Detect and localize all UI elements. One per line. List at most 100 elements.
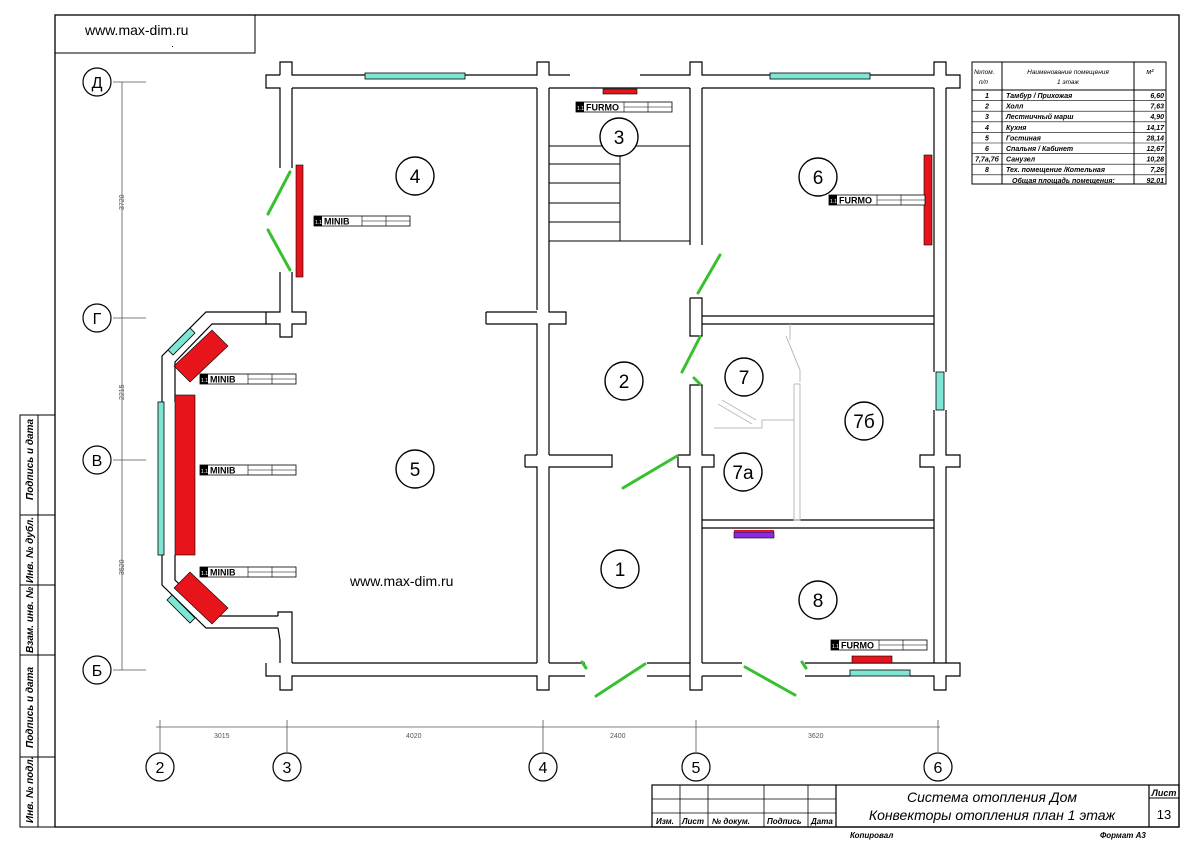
svg-text:1 этаж: 1 этаж [1057,79,1080,86]
title-block: Изм. Лист № докум. Подпись Дата Система … [651,784,1180,840]
room-circle-5 [395,449,435,489]
room-number: 6 [813,168,824,189]
convector-model: MINIB [210,466,236,476]
stamp-5: Инв. № подл. [25,757,36,823]
room-circle-10 [798,580,838,620]
th-num-1: №пом. [974,69,995,76]
total-value: 92,01 [1146,178,1164,185]
room-number: 5 [410,460,421,481]
radiator-living-top [173,329,229,383]
room-number: 1 [615,560,626,581]
title-line-2: Конвекторы отопления план 1 этаж [869,807,1117,823]
room-number: 7 [739,368,750,389]
room-circle-9 [844,401,884,441]
radiators [173,88,933,664]
staircase [549,145,690,242]
cell-name: Холл [1005,104,1024,111]
col-doc: № докум. [712,817,750,826]
cell-name: Лестничный марш [1005,113,1074,121]
convector-model: FURMO [839,196,872,206]
cell-num: 4 [984,125,989,132]
room-circle-4 [395,156,435,196]
room-number: 8 [813,591,824,612]
cell-name: Санузел [1006,157,1036,164]
convector-prefix: 1.1 [201,571,208,577]
table-row: 5 Гостиная 28,14 [972,135,1166,144]
convector-prefix: 1.1 [577,106,584,112]
convector-prefix: 1.1 [832,644,839,650]
header-site: www.max-dim.ru [84,22,188,38]
windows [157,72,945,677]
room-number: 7б [853,412,875,433]
dim-col-3: 2400 [610,733,626,740]
cell-area: 7,26 [1150,167,1164,174]
axis-col-5: 5 [692,760,701,777]
cell-area: 12,67 [1146,146,1165,153]
room-circle-8 [723,452,763,492]
stamp-4: Подпись и дата [25,667,36,748]
title-line-1: Система отопления Дом [907,789,1077,805]
th-num-2: п/п [979,79,988,86]
cell-name: Тамбур / Прихожая [1006,92,1072,100]
col-sign: Подпись [767,817,802,826]
col-izm: Изм. [656,817,674,826]
cell-num: 2 [984,104,989,111]
axis-row-b: Б [92,663,103,680]
cell-num: 7,7а,7б [975,156,999,164]
axis-row-v: В [92,453,103,470]
row-axis-markers: Д Г В Б [82,67,112,685]
col-axis-markers: 2 3 4 5 6 [145,752,953,782]
cell-area: 4,90 [1149,114,1164,121]
cell-num: 6 [985,146,989,153]
room-circle-1 [600,549,640,589]
stamp-3: Взам. инв. № [25,586,36,653]
header-box [54,14,256,54]
cell-num: 5 [985,135,989,142]
room-circle-7 [724,357,764,397]
dim-col-4: 3620 [808,733,824,740]
radiator-kitchen [295,164,304,278]
cell-area: 14,17 [1146,125,1165,132]
dim-col-1: 3015 [214,733,230,740]
format-label: Формат А3 [1100,831,1146,840]
axis-col-6: 6 [934,760,943,777]
axis-dimension-lines [113,81,940,752]
axis-row-g: Г [93,311,102,328]
radiator-stair [602,88,638,95]
svg-text:Наименование помещения: Наименование помещения [1027,69,1109,76]
axis-row-d: Д [92,75,103,92]
convector-model: MINIB [324,217,350,227]
room-circle-3 [599,117,639,157]
convector-prefix: 1.1 [830,199,837,205]
convector-prefix: 1.1 [201,469,208,475]
cell-area: 7,63 [1150,104,1164,111]
radiator-living-bottom [173,571,229,625]
radiator-living-center [174,394,196,556]
cell-name: Гостиная [1006,135,1041,142]
room-number: 7а [732,463,754,484]
cell-area: 6,60 [1150,93,1164,100]
cell-num: 8 [985,167,989,174]
cell-area: 28,14 [1145,135,1164,142]
room-circle-6 [798,157,838,197]
stamp-1: Подпись и дата [25,419,36,500]
table-row: 6 Спальня / Кабинет 12,67 [972,145,1166,154]
cell-name: Кухня [1006,125,1026,132]
stamp-2: Инв. № дубл. [24,517,36,583]
room-number: 4 [410,167,421,188]
cell-name: Тех. помещение /Котельная [1006,167,1105,174]
dim-row-1: 3720 [119,194,126,210]
cell-name: Спальня / Кабинет [1006,145,1073,153]
